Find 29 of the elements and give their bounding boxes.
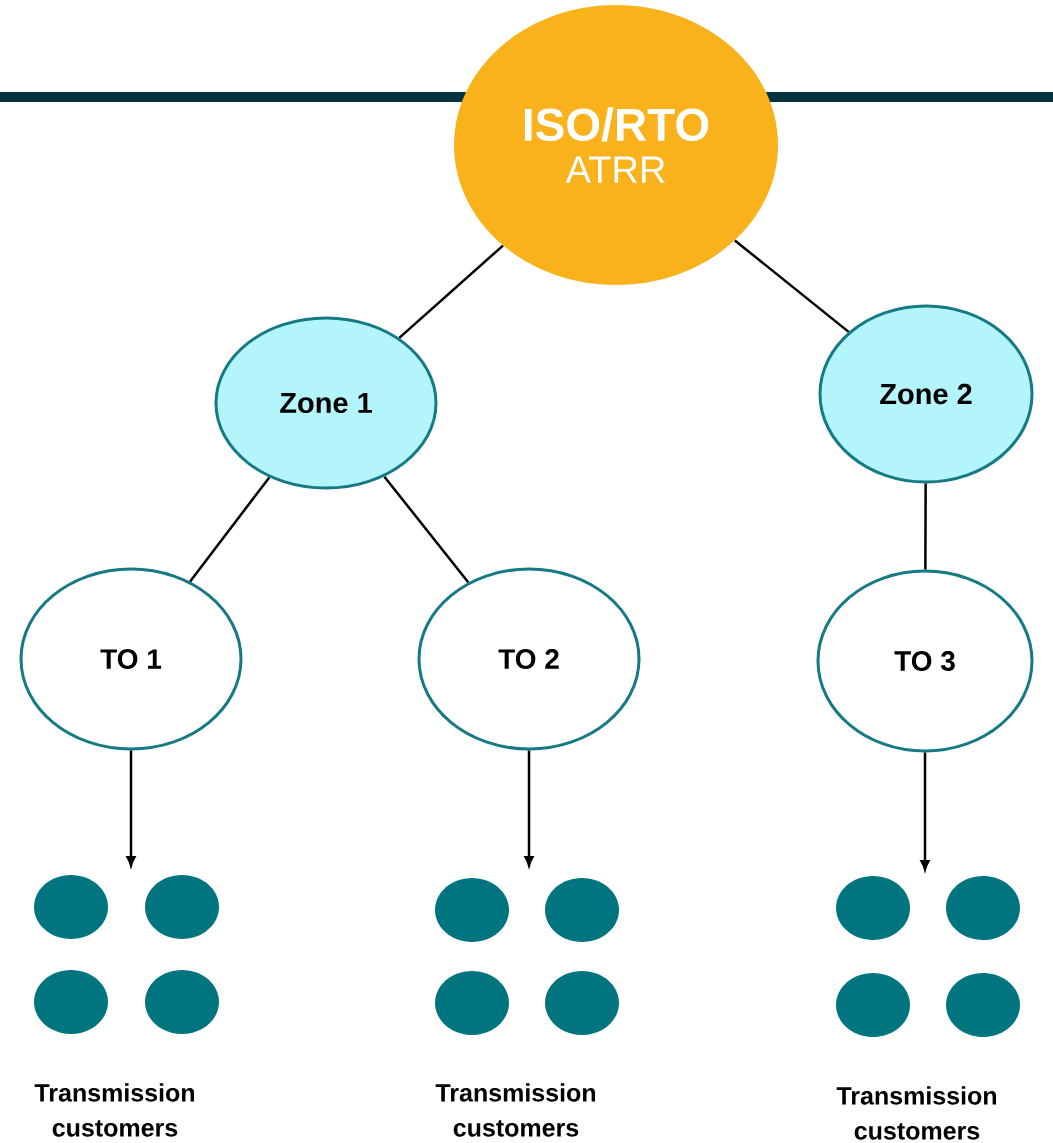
customer-dot [435, 878, 509, 942]
customer-dot [946, 973, 1020, 1037]
oval-node: Zone 2 [818, 304, 1034, 484]
customer-dot [836, 973, 910, 1037]
arrow [524, 750, 534, 867]
oval-node: TO 3 [816, 569, 1034, 753]
customer-dot [946, 876, 1020, 940]
connector-line [398, 244, 504, 339]
oval-node: TO 2 [417, 567, 641, 751]
customer-dot [545, 971, 619, 1035]
connector-line [924, 483, 927, 570]
customer-dot [545, 878, 619, 942]
customer-dot [435, 971, 509, 1035]
caption-text: Transmission customers [836, 1086, 997, 1140]
customer-dot [145, 970, 219, 1034]
oval-node: TO 1 [19, 567, 243, 751]
customer-dot [34, 970, 108, 1034]
caption-text: Transmission customers [435, 1083, 596, 1137]
arrow [920, 752, 930, 871]
oval-node: Zone 1 [214, 316, 438, 490]
caption-text: Transmission customers [34, 1083, 195, 1137]
connector-line [734, 239, 850, 333]
customer-dot [145, 875, 219, 939]
oval-node: ISO/RTO ATRR [454, 5, 778, 285]
customer-dot [836, 876, 910, 940]
connector-line [189, 476, 271, 583]
arrow [126, 750, 136, 867]
connector-line [383, 475, 470, 584]
customer-dot [34, 875, 108, 939]
